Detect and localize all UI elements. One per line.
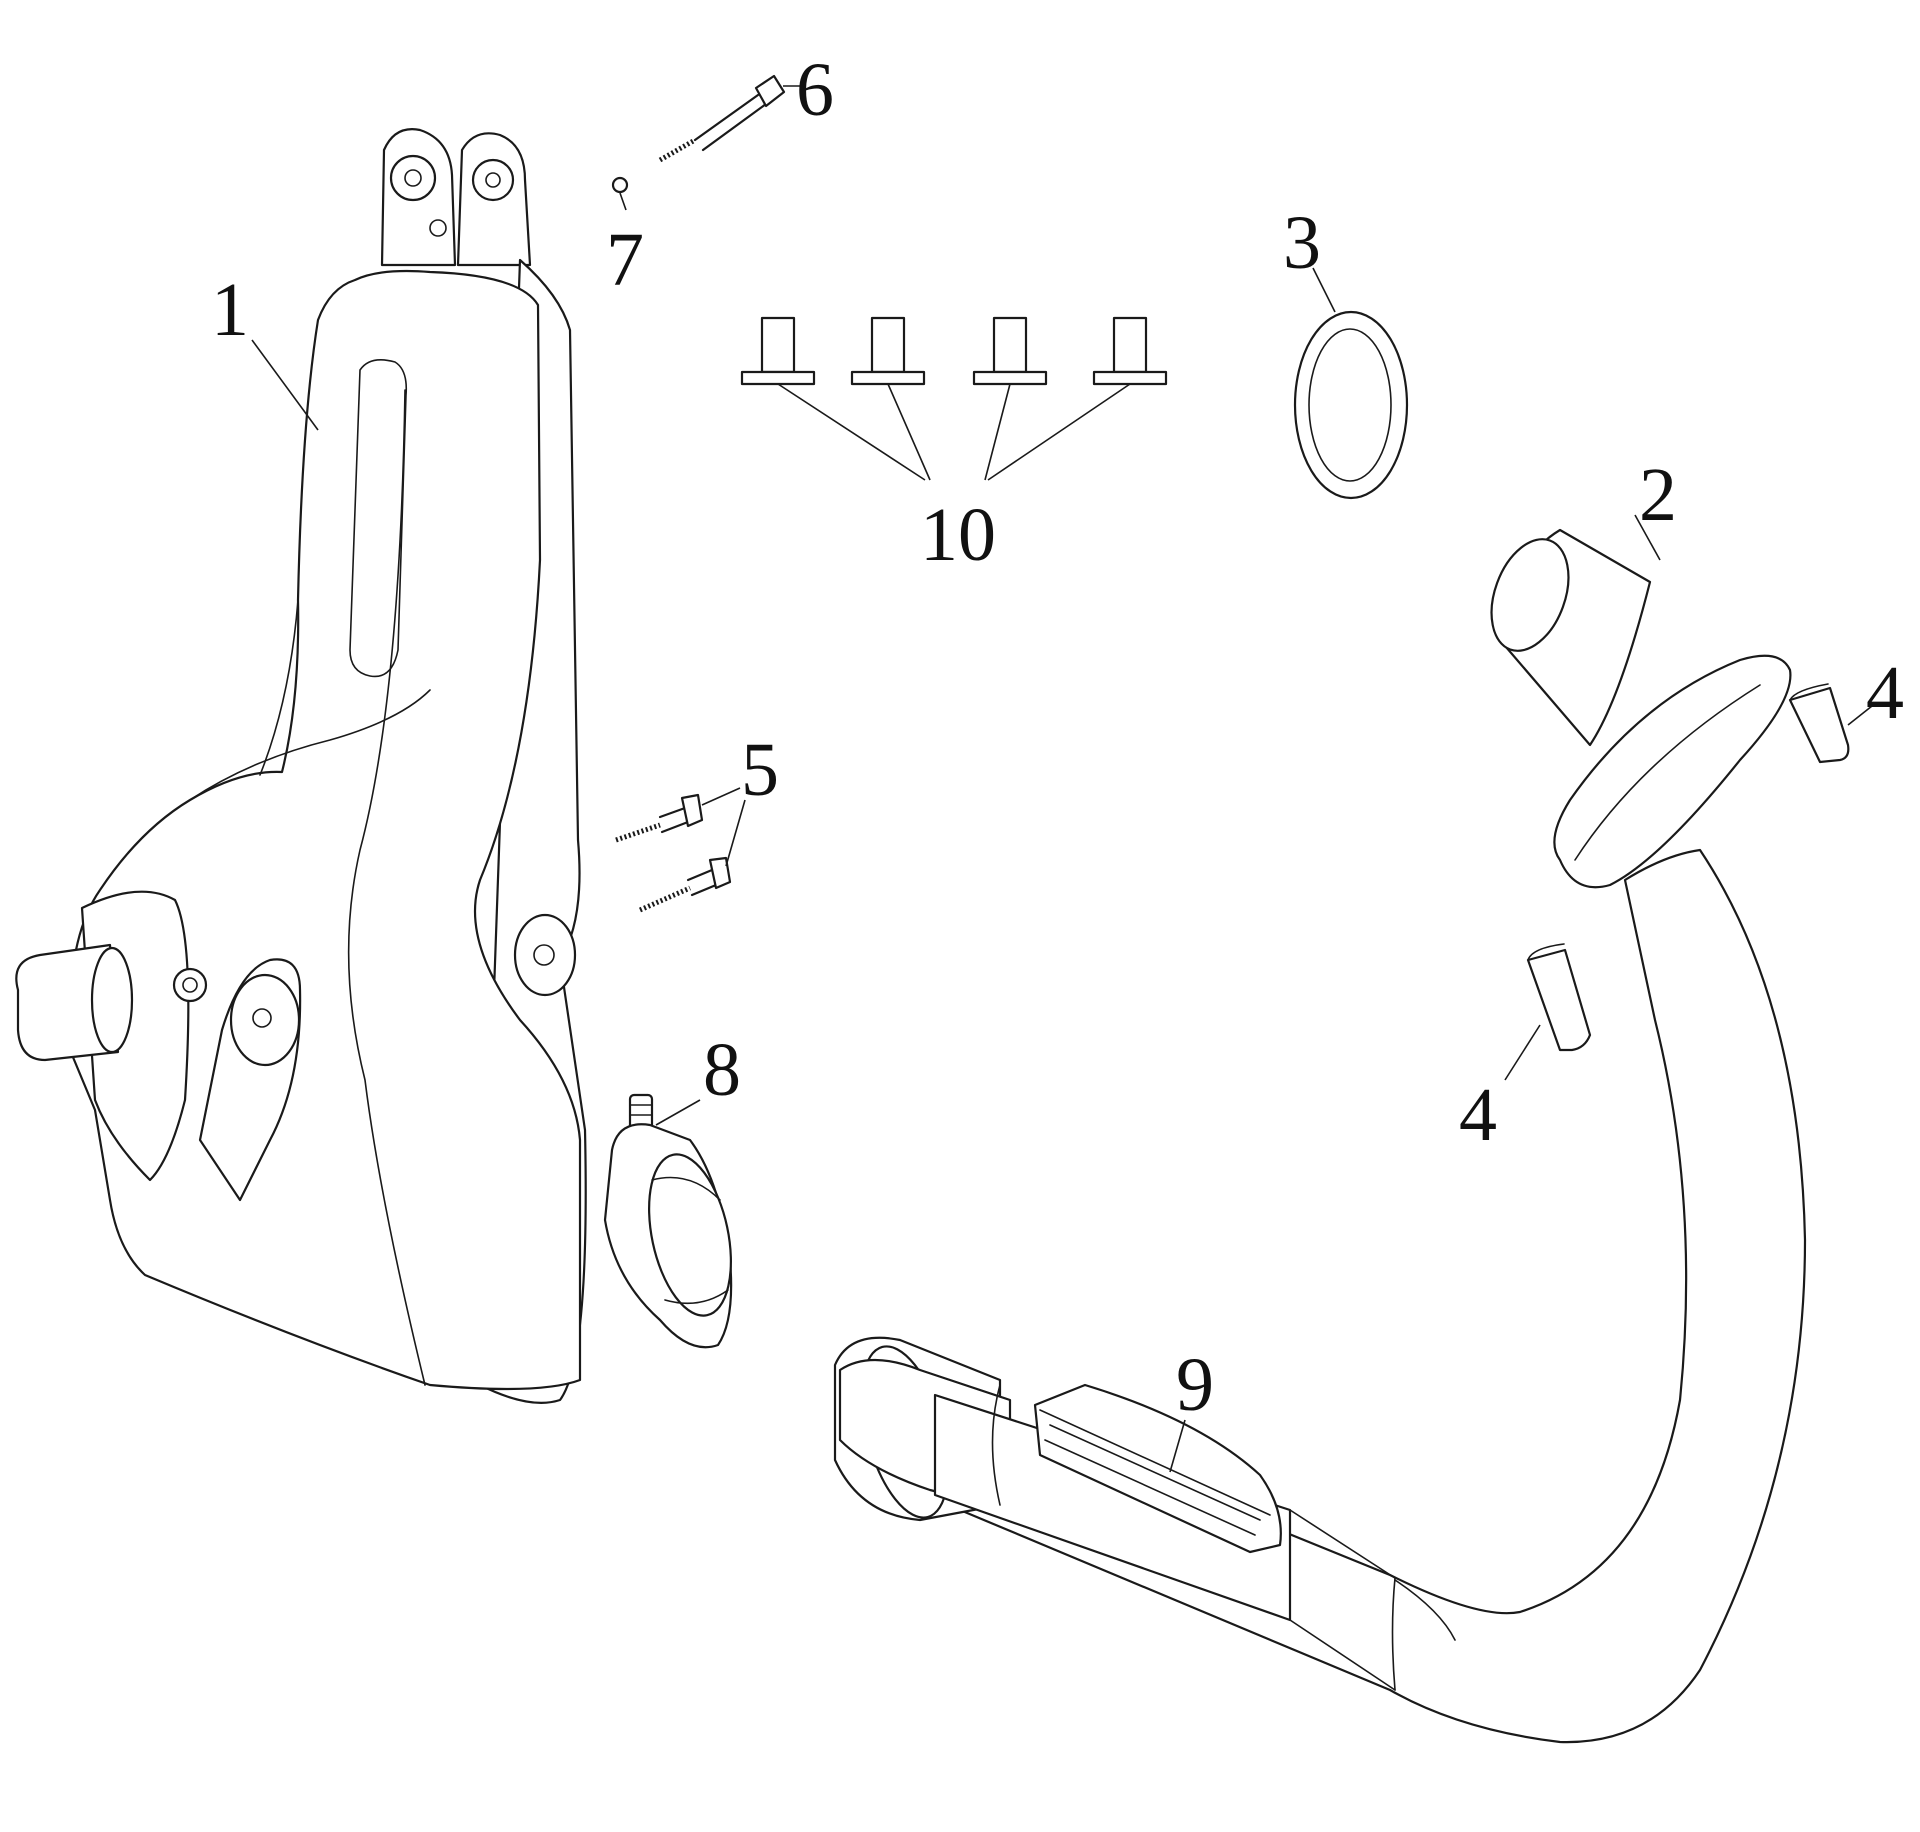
callout-7: 7	[606, 218, 644, 302]
stud-right	[1788, 683, 1873, 764]
callout-8: 8	[703, 1028, 741, 1112]
pipe-clamp	[603, 1093, 733, 1349]
pipe-clamp-leader	[655, 1099, 701, 1126]
callout-9: 9	[1176, 1343, 1214, 1427]
callout-4-right: 4	[1866, 651, 1904, 735]
frame-bracket-leader	[251, 339, 319, 431]
gasket-ring	[1293, 267, 1409, 500]
stud-lower	[1504, 943, 1592, 1081]
callout-6: 6	[796, 48, 834, 132]
bolt-long	[658, 74, 800, 163]
exhaust-pipe	[833, 514, 1807, 1744]
frame-bracket	[15, 128, 587, 1404]
callout-10: 10	[920, 493, 996, 577]
callout-5: 5	[741, 728, 779, 812]
callout-2: 2	[1639, 453, 1677, 537]
nut-small	[611, 176, 629, 211]
callout-3: 3	[1283, 201, 1321, 285]
bolts-pair	[615, 787, 746, 913]
bushings	[740, 316, 1168, 481]
heat-shield	[1033, 1383, 1282, 1554]
callout-1: 1	[211, 268, 249, 352]
callout-4-lower: 4	[1459, 1073, 1497, 1157]
